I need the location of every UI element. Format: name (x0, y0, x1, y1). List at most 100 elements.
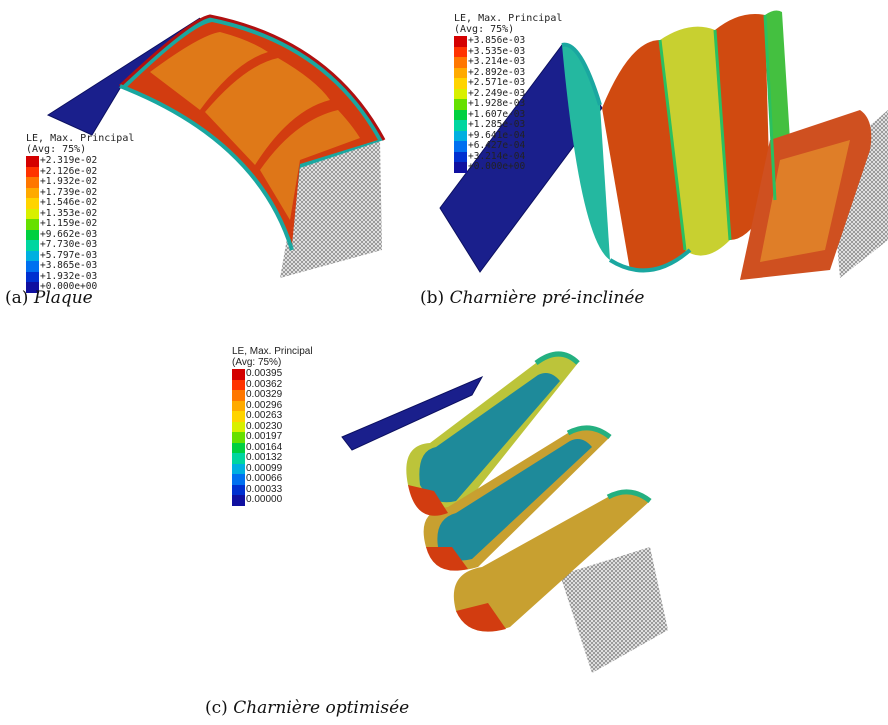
legend-swatch (454, 141, 467, 152)
legend-tick: +0.000e+00 (468, 161, 526, 172)
legend-swatch (232, 484, 245, 495)
legend-row: 0.00197 (232, 431, 313, 443)
legend-swatch (26, 166, 39, 177)
legend-swatch (26, 156, 39, 167)
legend-row: +9.662e-03 (26, 229, 134, 240)
legend-subtitle: (Avg: 75%) (26, 144, 87, 155)
legend-row: +1.928e-03 (454, 98, 562, 110)
legend-tick: +9.641e-04 (468, 129, 526, 141)
legend-row: +1.932e-02 (26, 176, 134, 188)
legend-row: +1.285e-03 (454, 119, 562, 131)
legend-swatch (232, 379, 245, 390)
legend-row: +1.353e-02 (26, 208, 134, 219)
legend-tick: 0.00099 (246, 462, 283, 474)
caption-label: (b) (420, 288, 445, 308)
legend-tick: +2.571e-03 (468, 77, 526, 88)
legend-tick: +2.319e-02 (40, 155, 98, 166)
legend-swatch (232, 421, 245, 432)
legend-row: +2.126e-02 (26, 165, 134, 177)
legend-row: 0.00066 (232, 473, 313, 485)
legend-swatch (454, 88, 467, 99)
legend-row: 0.00263 (232, 410, 313, 422)
legend-tick: +1.932e-03 (40, 270, 98, 282)
legend-tick: 0.00066 (246, 473, 283, 484)
legend-row: +5.797e-03 (26, 249, 134, 261)
legend-tick: +1.546e-02 (40, 197, 98, 208)
legend-swatch (26, 208, 39, 219)
legend-swatch (232, 474, 245, 485)
legend-swatch (26, 187, 39, 198)
legend-a: LE, Max. Principal (Avg: 75%) +2.319e-02… (26, 133, 134, 293)
legend-tick: 0.00296 (246, 399, 283, 411)
legend-tick: +1.928e-03 (468, 98, 526, 109)
legend-swatch (232, 411, 245, 422)
legend-tick: 0.00329 (246, 389, 283, 400)
legend-row: +1.932e-03 (26, 270, 134, 282)
legend-swatch (454, 67, 467, 78)
legend-row: +1.546e-02 (26, 197, 134, 209)
legend-subtitle: (Avg: 75%) (232, 357, 282, 368)
legend-subtitle: (Avg: 75%) (454, 24, 515, 35)
legend-row: +3.865e-03 (26, 260, 134, 272)
legend-c: LE, Max. Principal (Avg: 75%) 0.00395 0.… (232, 346, 313, 506)
legend-row: +3.214e-03 (454, 56, 562, 68)
legend-title: LE, Max. Principal (232, 346, 313, 357)
legend-row: 0.00362 (232, 378, 313, 390)
legend-tick: 0.00230 (246, 420, 283, 432)
legend-swatch (26, 261, 39, 272)
caption-c: (c) Charnière optimisée (205, 698, 409, 718)
charniere-optimisee-render (341, 351, 668, 673)
legend-row: +9.641e-04 (454, 129, 562, 141)
legend-swatch (454, 99, 467, 110)
legend-tick: 0.00197 (246, 431, 283, 442)
legend-swatch (454, 162, 467, 173)
legend-swatch (232, 495, 245, 506)
legend-title: LE, Max. Principal (26, 133, 135, 144)
legend-tick: +1.932e-02 (40, 176, 98, 187)
panel-b: LE, Max. Principal (Avg: 75%) +3.856e-03… (420, 0, 888, 320)
legend-swatch (454, 46, 467, 57)
legend-row: +7.730e-03 (26, 239, 134, 251)
legend-row: +2.571e-03 (454, 77, 562, 89)
caption-name: Plaque (33, 288, 93, 308)
legend-row: +2.249e-03 (454, 88, 562, 99)
legend-rows: +3.856e-03 +3.535e-03 +3.214e-03 +2.892e… (454, 35, 562, 173)
legend-row: 0.00033 (232, 484, 313, 495)
legend-tick: +6.427e-04 (468, 140, 526, 151)
legend-swatch (232, 442, 245, 453)
legend-swatch (232, 400, 245, 411)
legend-row: +2.892e-03 (454, 67, 562, 78)
legend-tick: 0.00395 (246, 368, 283, 379)
legend-swatch (26, 229, 39, 240)
legend-tick: +1.285e-03 (468, 119, 526, 130)
legend-swatch (232, 453, 245, 464)
legend-swatch (454, 130, 467, 141)
legend-row: +1.159e-02 (26, 218, 134, 230)
legend-row: 0.00000 (232, 494, 313, 506)
legend-swatch (26, 282, 39, 293)
legend-swatch (232, 390, 245, 401)
legend-tick: 0.00362 (246, 378, 283, 390)
legend-row: 0.00099 (232, 462, 313, 474)
legend-rows: 0.00395 0.00362 0.00329 0.00296 0.00263 … (232, 368, 313, 506)
caption-b: (b) Charnière pré-inclinée (420, 288, 644, 308)
legend-tick: +2.126e-02 (40, 165, 98, 177)
panel-a: LE, Max. Principal (Avg: 75%) +2.319e-02… (0, 0, 420, 320)
legend-swatch (454, 109, 467, 120)
legend-tick: +3.856e-03 (468, 35, 526, 46)
legend-tick: +1.159e-02 (40, 218, 98, 229)
legend-row: +1.739e-02 (26, 187, 134, 198)
legend-row: +3.535e-03 (454, 45, 562, 57)
legend-tick: +5.797e-03 (40, 249, 98, 261)
caption-label: (a) (5, 288, 29, 308)
legend-swatch (26, 177, 39, 188)
legend-tick: +1.607e-03 (468, 108, 526, 120)
panel-c: LE, Max. Principal (Avg: 75%) 0.00395 0.… (205, 335, 720, 725)
legend-rows: +2.319e-02 +2.126e-02 +1.932e-02 +1.739e… (26, 155, 134, 293)
legend-tick: +3.214e-03 (468, 56, 526, 67)
legend-swatch (454, 57, 467, 68)
legend-row: 0.00329 (232, 389, 313, 401)
legend-tick: +3.535e-03 (468, 45, 526, 57)
legend-row: 0.00230 (232, 420, 313, 432)
